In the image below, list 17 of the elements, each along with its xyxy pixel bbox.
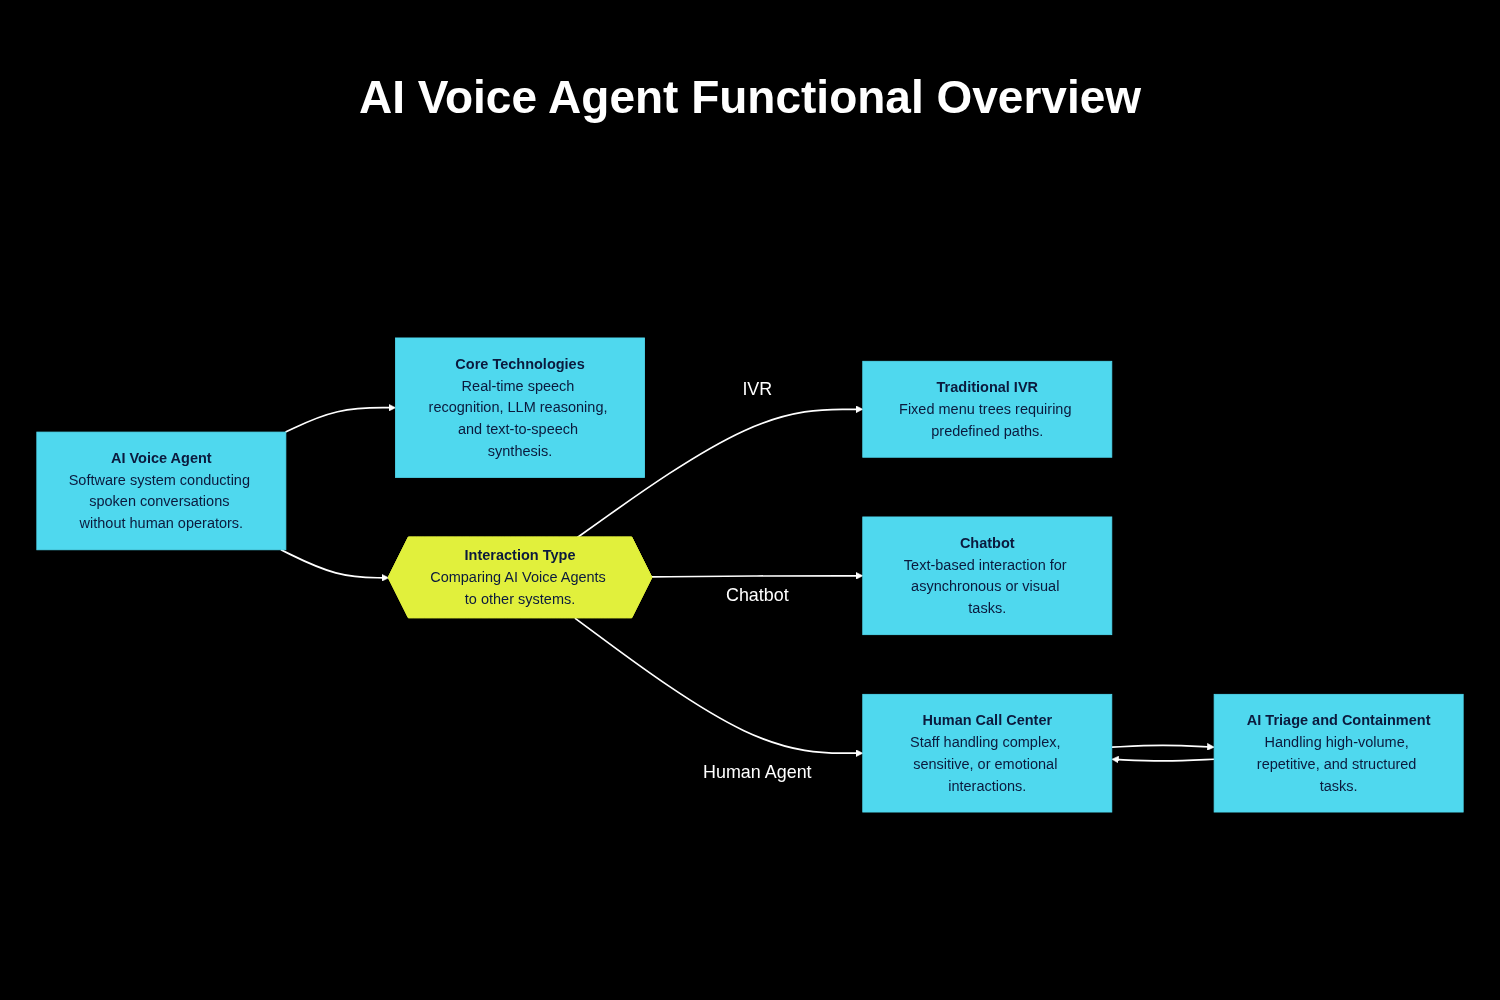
arrow	[1110, 743, 1215, 751]
edge-label: IVR	[742, 378, 773, 399]
diagram-title: AI Voice Agent Functional Overview	[358, 71, 1142, 123]
edge-label: Chatbot	[725, 584, 789, 605]
node-box: Chatbot Text-based interaction for asynchronous or visual tasks.	[862, 516, 1113, 636]
arrow	[576, 405, 864, 539]
arrow	[651, 572, 864, 580]
arrow	[574, 617, 864, 757]
node-box: AI Triage and Containment Handling high-volume, repetitive, and structured tasks.	[1213, 693, 1464, 813]
arrow	[284, 403, 396, 433]
arrow	[1111, 755, 1215, 764]
node-box: Traditional IVR Fixed menu trees requiring predefined paths.	[862, 360, 1113, 458]
edge-label: Human Agent	[703, 762, 812, 782]
node-box: AI Voice Agent Software system conducting spoken conversations without human operators.	[36, 431, 287, 551]
node-box: Core Technologies Real-time speech recognition, LLM reasoning, and text-to-speech synthesis.	[395, 337, 645, 478]
node-box: Human Call Center Staff handling complex, sensitive, or emotional interactions.	[862, 693, 1113, 813]
arrow	[280, 548, 389, 582]
